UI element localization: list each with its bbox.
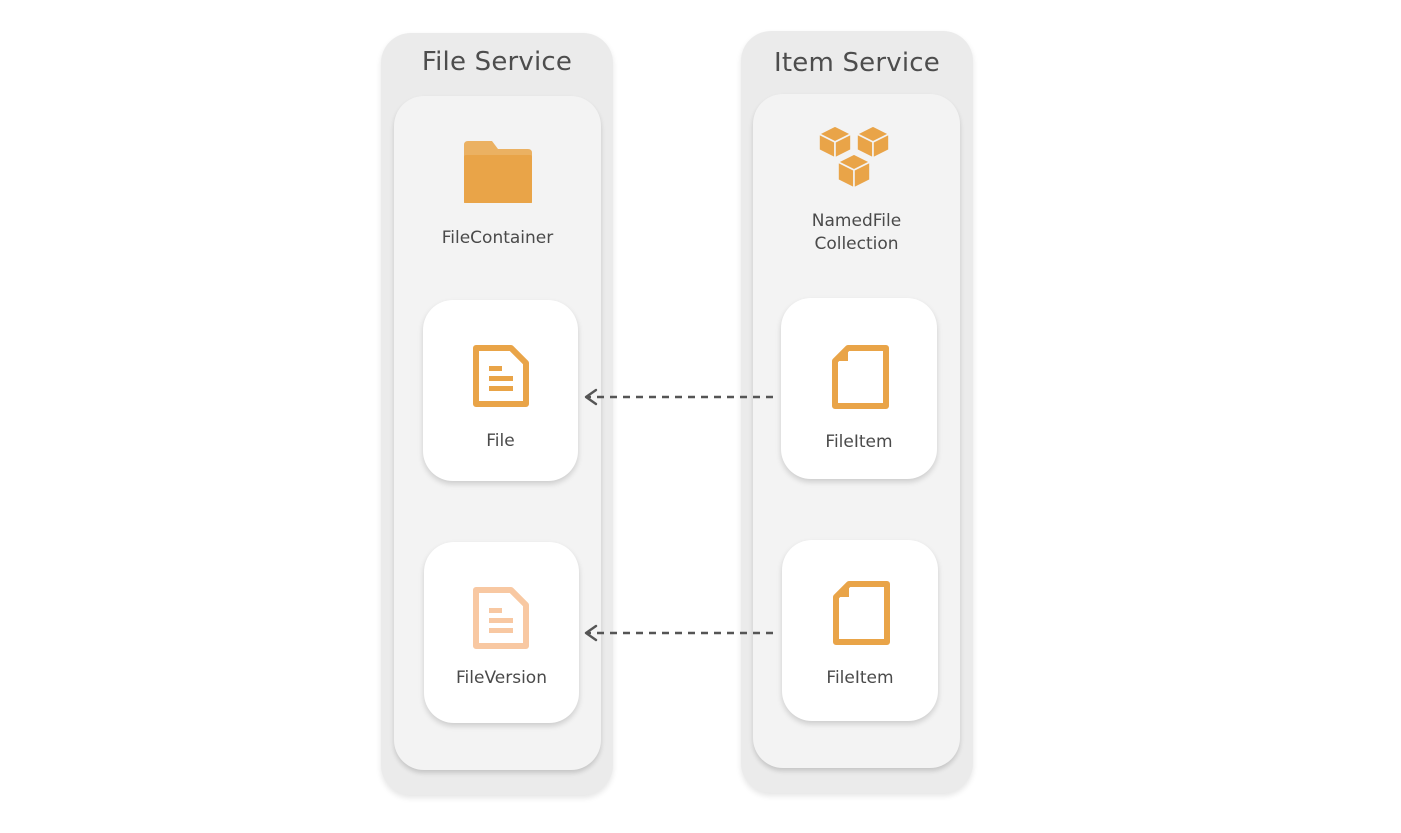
file-item-label-1: FileItem <box>825 432 893 452</box>
file-item-label-2: FileItem <box>826 668 894 688</box>
file-item-card-1[interactable]: FileItem <box>781 298 937 479</box>
item-service-panel: Item Service NamedFile Collection <box>741 31 973 793</box>
item-service-title: Item Service <box>774 48 940 78</box>
file-service-title: File Service <box>421 47 573 77</box>
file-card[interactable]: File <box>423 300 578 481</box>
file-version-label: FileVersion <box>456 668 547 688</box>
document-icon <box>473 587 529 649</box>
file-service-panel: File Service FileContainer File FileVers <box>381 33 613 795</box>
named-file-collection-panel: NamedFile Collection FileItem FileItem <box>753 94 960 768</box>
named-file-collection-label-line2: Collection <box>814 234 899 254</box>
file-label: File <box>486 431 515 451</box>
named-file-collection-label-line1: NamedFile <box>811 211 902 231</box>
arrow-fileitem-to-file <box>584 388 773 406</box>
file-item-card-2[interactable]: FileItem <box>782 540 938 721</box>
file-version-card[interactable]: FileVersion <box>424 542 579 723</box>
file-container-label: FileContainer <box>441 228 554 248</box>
file-item-icon <box>833 581 890 645</box>
named-file-collection-label: NamedFile Collection <box>753 210 960 256</box>
arrow-fileitem-to-file-version <box>584 624 773 642</box>
folder-icon <box>464 141 532 203</box>
document-icon <box>473 345 529 407</box>
cubes-icon <box>818 125 890 189</box>
file-item-icon <box>832 345 889 409</box>
file-container-panel: FileContainer File FileVersion <box>394 96 601 770</box>
